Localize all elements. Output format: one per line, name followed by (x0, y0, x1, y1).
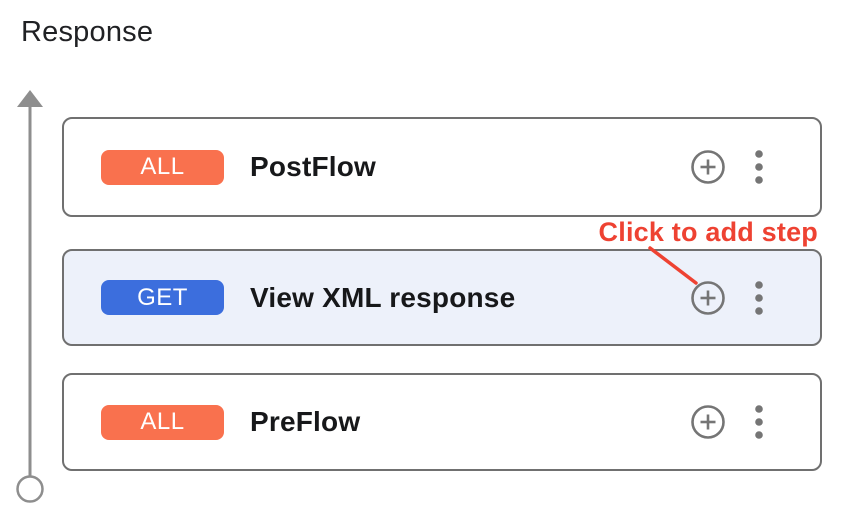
flow-card-view-xml-response[interactable]: GET View XML response (62, 249, 822, 346)
card-actions (688, 251, 779, 344)
flow-direction-arrow-icon (16, 90, 44, 503)
panel-title: Response (21, 16, 154, 48)
method-badge: ALL (101, 404, 224, 440)
add-step-button[interactable] (688, 147, 728, 187)
flow-menu-button[interactable] (739, 402, 779, 442)
kebab-menu-icon (755, 280, 763, 315)
flow-origin-circle (16, 475, 44, 503)
flow-card-preflow[interactable]: ALL PreFlow (62, 373, 822, 471)
add-step-button[interactable] (688, 402, 728, 442)
flow-menu-button[interactable] (739, 147, 779, 187)
kebab-menu-icon (755, 150, 763, 184)
flow-label: PreFlow (250, 406, 361, 437)
flow-menu-button[interactable] (739, 278, 779, 318)
plus-circle-icon (691, 280, 725, 315)
flow-label: View XML response (250, 281, 516, 313)
kebab-menu-icon (755, 405, 763, 439)
card-actions (688, 375, 779, 469)
card-actions (688, 119, 779, 215)
flow-card-postflow[interactable]: ALL PostFlow (62, 117, 822, 217)
method-badge: GET (101, 280, 224, 315)
method-badge: ALL (101, 149, 224, 185)
plus-circle-icon (691, 405, 725, 439)
flow-label: PostFlow (250, 151, 377, 182)
plus-circle-icon (691, 150, 725, 184)
annotation-click-to-add-step: Click to add step (598, 217, 818, 247)
add-step-button[interactable] (688, 278, 728, 318)
